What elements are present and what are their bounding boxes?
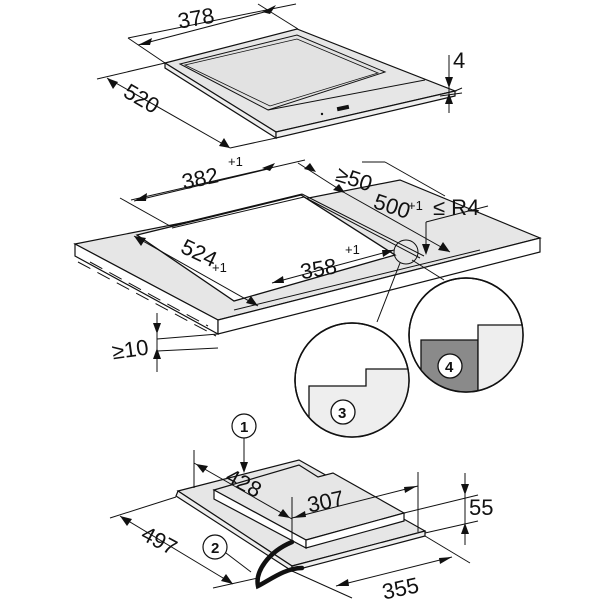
- dim-497: 497: [137, 521, 181, 560]
- appliance-underside-view: 1 2 428 307 55 497: [109, 413, 493, 600]
- glass-panel: [178, 34, 387, 111]
- callout-2-label: 2: [211, 540, 219, 557]
- callout-4-badge: [437, 353, 463, 379]
- dim-500-tolerance: +1: [408, 198, 423, 213]
- power-cable: [255, 539, 305, 590]
- dim-min-10: ≥10: [110, 335, 150, 365]
- worktop-cutout-view: 382 +1 524 +1 358 +1 ≥50 500 +1 ≤ R4: [73, 154, 542, 372]
- callout-3-badge: [330, 399, 356, 425]
- dim-520: 520: [119, 79, 163, 119]
- detail-4: 4: [408, 277, 524, 393]
- callout-3-label: 3: [338, 405, 346, 422]
- control-slot: [336, 104, 350, 112]
- dim-corner-radius: ≤ R4: [433, 195, 479, 220]
- dim-378: 378: [176, 3, 217, 34]
- dim-382-tolerance: +1: [228, 154, 243, 169]
- callout-1-label: 1: [240, 419, 248, 436]
- dim-355: 355: [380, 572, 421, 600]
- dim-55: 55: [469, 495, 493, 520]
- dim-4: 4: [453, 48, 465, 73]
- callout-2-badge: [202, 534, 228, 560]
- dim-358-tolerance: +1: [345, 242, 360, 257]
- detail-3: 3: [294, 322, 410, 438]
- detail-marker: [393, 239, 419, 265]
- appliance-top-view: 378 520 4: [96, 3, 465, 149]
- dim-524-tolerance: +1: [212, 260, 227, 275]
- dim-382: 382: [179, 162, 220, 194]
- callout-4-label: 4: [445, 359, 454, 376]
